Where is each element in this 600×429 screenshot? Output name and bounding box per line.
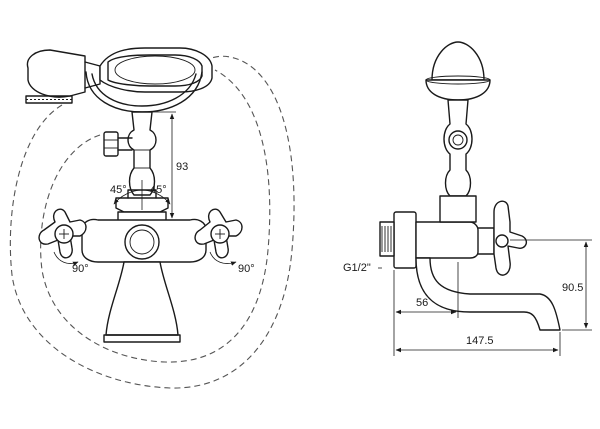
label-90-5: 90.5 — [562, 282, 583, 294]
front-view: 93 45° 45° 90° 90° — [9, 47, 295, 389]
dimension-90-5 — [510, 239, 592, 331]
shower-head — [25, 49, 101, 104]
dimension-56 — [393, 262, 459, 318]
rotation-arc-right — [209, 251, 237, 266]
label-thread: G1/2" — [343, 262, 371, 274]
side-mixer-body — [415, 195, 495, 259]
side-bath-spout — [415, 257, 561, 331]
dimension-147-5 — [393, 318, 561, 356]
mixer-body — [81, 218, 207, 263]
right-cross-handle — [194, 208, 243, 259]
label-rot-left: 90° — [72, 263, 89, 275]
label-angle-right: 45° — [150, 184, 167, 196]
hose-connector — [103, 131, 133, 157]
label-rot-right: 90° — [238, 263, 255, 275]
cradle-stem — [127, 111, 157, 196]
shower-hose-inner — [40, 69, 271, 363]
side-view: G1/2" 56 147.5 90.5 — [343, 41, 592, 356]
bath-spout-front — [105, 261, 179, 336]
angle-indicators — [113, 180, 171, 210]
label-angle-left: 45° — [110, 184, 127, 196]
wall-flange — [379, 211, 417, 269]
side-cross-handle — [493, 200, 528, 276]
dimension-93 — [152, 111, 176, 221]
label-56: 56 — [416, 297, 428, 309]
shower-hose — [9, 55, 295, 389]
label-147-5: 147.5 — [466, 335, 494, 347]
left-cross-handle — [38, 208, 87, 259]
side-cradle-stem — [443, 99, 473, 197]
handset-handle — [99, 47, 213, 93]
rotation-arc-left — [53, 251, 79, 266]
label-93: 93 — [176, 161, 188, 173]
side-shower-head — [425, 41, 491, 101]
